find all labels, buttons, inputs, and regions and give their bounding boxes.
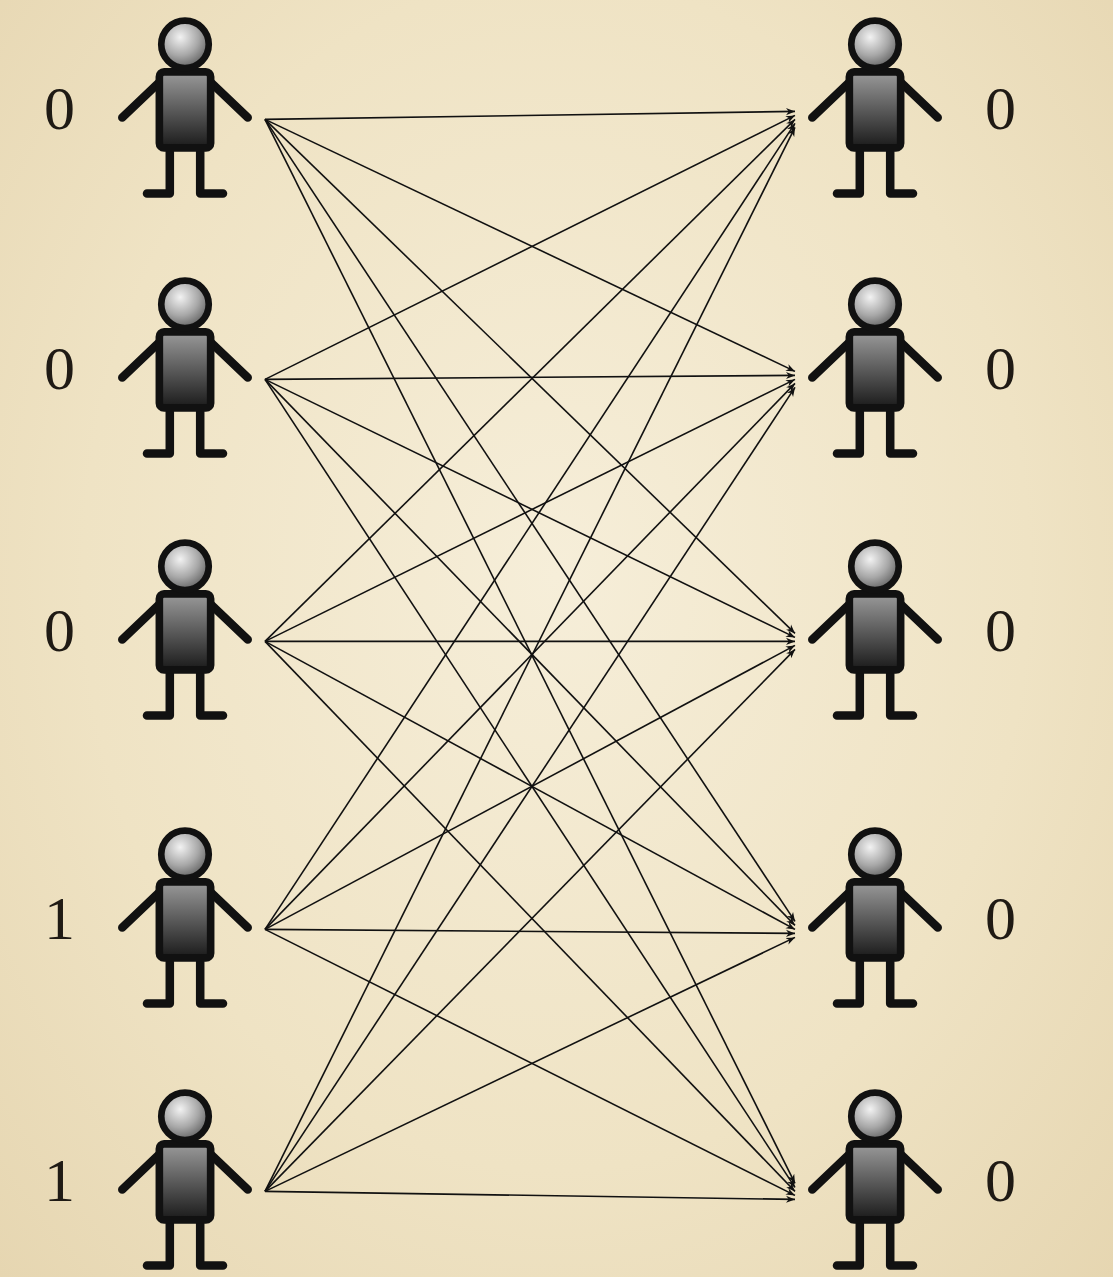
bit-value: 0 xyxy=(985,337,1016,399)
message-arrow xyxy=(265,119,795,641)
message-arrow xyxy=(265,929,795,1195)
bit-value: 0 xyxy=(44,599,75,661)
message-arrow xyxy=(265,387,795,1191)
message-arrow xyxy=(265,111,795,119)
person-node: 0 xyxy=(795,1085,1024,1275)
person-figure xyxy=(105,273,265,463)
person-node: 0 xyxy=(795,823,1024,1013)
message-arrow xyxy=(265,119,795,1183)
bit-value: 0 xyxy=(985,77,1016,139)
message-arrow xyxy=(265,1191,795,1199)
person-figure xyxy=(795,823,955,1013)
bit-value: 0 xyxy=(985,599,1016,661)
person-figure xyxy=(105,1085,265,1275)
message-arrow xyxy=(265,379,795,925)
bit-value: 0 xyxy=(44,77,75,139)
message-arrow xyxy=(265,929,795,933)
bit-value: 0 xyxy=(985,887,1016,949)
bit-value: 0 xyxy=(985,1149,1016,1211)
bit-value: 1 xyxy=(44,1149,75,1211)
message-arrow xyxy=(265,379,795,641)
bit-value: 1 xyxy=(44,887,75,949)
message-arrow xyxy=(265,123,795,929)
message-arrow xyxy=(265,375,795,379)
message-arrow xyxy=(265,115,795,379)
person-node: 0 xyxy=(36,535,265,725)
bit-value: 0 xyxy=(44,337,75,399)
message-arrow xyxy=(265,641,795,1191)
person-figure xyxy=(795,273,955,463)
message-arrow xyxy=(265,119,795,633)
person-figure xyxy=(105,13,265,203)
message-arrow xyxy=(265,119,795,921)
message-arrow xyxy=(265,641,795,643)
person-node: 0 xyxy=(795,13,1024,203)
person-figure xyxy=(105,823,265,1013)
person-node: 1 xyxy=(36,1085,265,1275)
message-arrow xyxy=(265,649,795,1191)
message-arrow xyxy=(265,379,795,1187)
person-figure xyxy=(795,1085,955,1275)
message-arrow xyxy=(265,937,795,1191)
person-node: 0 xyxy=(36,13,265,203)
message-arrow xyxy=(265,645,795,929)
person-node: 0 xyxy=(795,535,1024,725)
person-figure xyxy=(105,535,265,725)
person-figure xyxy=(795,13,955,203)
person-node: 1 xyxy=(36,823,265,1013)
person-node: 0 xyxy=(36,273,265,463)
person-figure xyxy=(795,535,955,725)
person-node: 0 xyxy=(795,273,1024,463)
message-arrow xyxy=(265,127,795,1191)
message-arrow xyxy=(265,641,795,929)
message-arrow xyxy=(265,383,795,929)
